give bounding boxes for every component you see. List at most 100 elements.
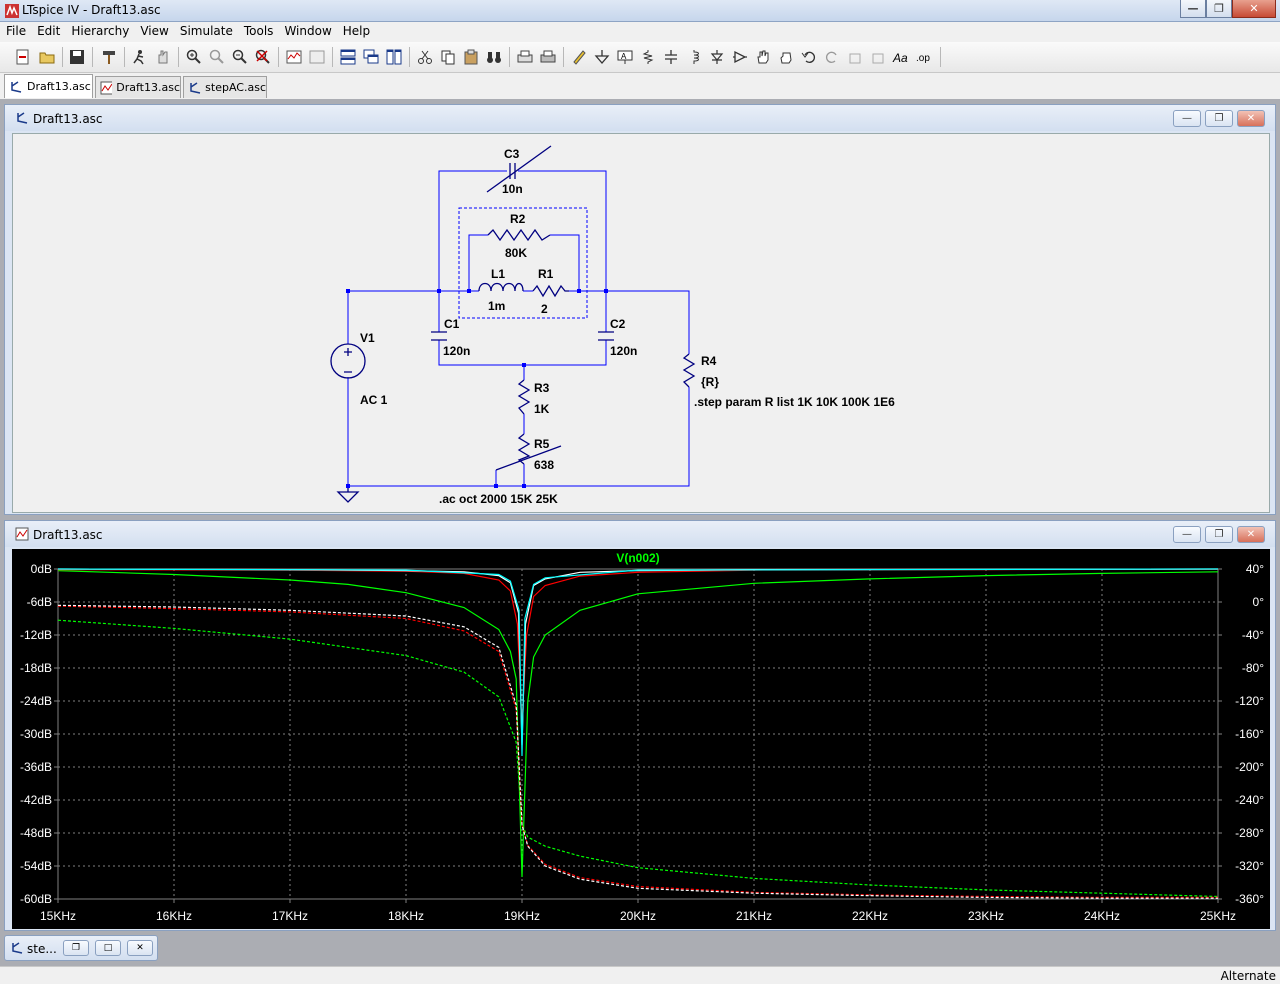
ltspice-logo-icon [5,4,19,18]
window-title: LTspice IV - Draft13.asc [22,3,161,17]
restore-button[interactable]: ❐ [1206,0,1232,18]
capacitor-icon[interactable] [660,46,682,68]
schematic-window-title: Draft13.asc [33,112,103,126]
waveform-plot-area[interactable]: V(n002) 0dB-6dB-12dB-18dB-24dB-30dB-36dB… [12,549,1270,929]
move-hand-icon[interactable] [752,46,774,68]
label-net-icon[interactable]: A [614,46,636,68]
run-icon[interactable] [128,46,150,68]
close-button[interactable]: ✕ [1232,0,1276,18]
trace-label: V(n002) [616,551,659,565]
y-tick-label-right: -280° [1235,826,1264,840]
phase-trace-5 [57,605,1218,898]
y-tick-label-left: -48dB [20,826,52,840]
close-button[interactable]: ✕ [1237,110,1265,127]
y-tick-label-right: 0° [1253,595,1265,609]
close-button[interactable]: ✕ [1237,526,1265,543]
maximize-button[interactable]: □ [95,940,121,956]
menu-window[interactable]: Window [284,24,332,38]
status-text: Alternate [1220,969,1276,983]
tab-draft13-schematic[interactable]: Draft13.asc [4,74,93,98]
undo-icon[interactable] [798,46,820,68]
zoom-out-icon[interactable] [229,46,251,68]
schematic-canvas[interactable]: C3 10n R2 80K L1 1m R1 2 C1 120n C2 120n… [12,133,1270,513]
minimize-button[interactable]: — [1173,110,1201,127]
grid-lines [58,569,1218,899]
restore-button[interactable]: ❐ [63,940,89,956]
open-folder-icon[interactable] [36,46,58,68]
ground-icon[interactable] [591,46,613,68]
zoom-cancel-icon[interactable] [252,46,274,68]
new-schematic-icon[interactable] [12,46,34,68]
zoom-in-icon[interactable] [183,46,205,68]
menu-bar: File Edit Hierarchy View Simulate Tools … [0,22,1280,42]
mirror-icon[interactable] [867,46,889,68]
rotate-icon[interactable] [844,46,866,68]
tab-stepac-schematic[interactable]: stepAC.asc [183,76,267,98]
menu-view[interactable]: View [140,24,169,38]
menu-tools[interactable]: Tools [243,24,274,38]
y-tick-label-left: -12dB [20,628,52,642]
c1-symbol [431,331,447,341]
ac-directive: .ac oct 2000 15K 25K [439,492,558,506]
v1-value: AC 1 [360,393,388,407]
magnitude-trace-3 [57,568,1219,757]
print-preview-icon[interactable] [514,46,536,68]
magnitude-trace-0 [57,570,1219,878]
menu-edit[interactable]: Edit [37,24,61,38]
wire-pencil-icon[interactable] [568,46,590,68]
control-panel-hammer-icon[interactable] [98,46,120,68]
save-icon[interactable] [66,46,88,68]
menu-simulate[interactable]: Simulate [179,24,233,38]
waveform-window: Draft13.asc — ❐ ✕ V(n002) 0dB-6dB-12dB-1… [4,520,1276,931]
tab-label: Draft13.asc [116,81,180,94]
r1-name: R1 [538,267,554,281]
minimized-window-stepac[interactable]: ste... ❐ □ ✕ [4,935,158,961]
autorange-icon[interactable] [283,46,305,68]
redo-icon[interactable] [821,46,843,68]
x-tick-label: 21KHz [736,909,772,923]
restore-button[interactable]: ❐ [1205,110,1233,127]
dashed-group-box [458,207,588,319]
schematic-icon [190,81,201,94]
r4-value: {R} [701,375,719,389]
c2-name: C2 [610,317,626,331]
drag-hand-icon[interactable] [775,46,797,68]
menu-hierarchy[interactable]: Hierarchy [71,24,130,38]
menu-help[interactable]: Help [342,24,371,38]
cut-scissors-icon[interactable] [414,46,436,68]
waveform-window-titlebar[interactable]: Draft13.asc — ❐ ✕ [5,521,1275,547]
component-icon[interactable] [729,46,751,68]
print-icon[interactable] [537,46,559,68]
title-bar: LTspice IV - Draft13.asc — ❐ ✕ [0,0,1280,22]
schematic-icon [17,112,28,124]
diode-icon[interactable] [706,46,728,68]
y-tick-label-right: -80° [1242,661,1264,675]
y-tick-label-right: -240° [1235,793,1264,807]
tab-label: Draft13.asc [27,80,91,93]
cascade-icon[interactable] [360,46,382,68]
zoom-fit-icon[interactable] [306,46,328,68]
tab-draft13-waveform[interactable]: Draft13.asc [95,76,181,98]
minimize-button[interactable]: — [1173,526,1201,543]
zoom-pan-icon[interactable] [206,46,228,68]
copy-icon[interactable] [437,46,459,68]
find-binoculars-icon[interactable] [483,46,505,68]
inductor-icon[interactable] [683,46,705,68]
minimize-button[interactable]: — [1180,0,1206,18]
text-icon[interactable]: Aa [890,46,912,68]
y-tick-label-right: -360° [1235,892,1264,906]
l1-value: 1m [488,299,505,313]
spice-directive-icon[interactable]: .op [913,46,935,68]
close-button[interactable]: ✕ [127,940,153,956]
r5-variable-arrow [495,445,562,471]
restore-button[interactable]: ❐ [1205,526,1233,543]
y-tick-label-left: -6dB [27,595,52,609]
svg-text:.op: .op [916,53,930,64]
tile-horizontal-icon[interactable] [337,46,359,68]
halt-hand-icon[interactable] [152,46,174,68]
paste-icon[interactable] [460,46,482,68]
resistor-icon[interactable] [637,46,659,68]
schematic-window-titlebar[interactable]: Draft13.asc — ❐ ✕ [5,105,1275,131]
menu-file[interactable]: File [6,24,27,38]
tile-vertical-icon[interactable] [383,46,405,68]
